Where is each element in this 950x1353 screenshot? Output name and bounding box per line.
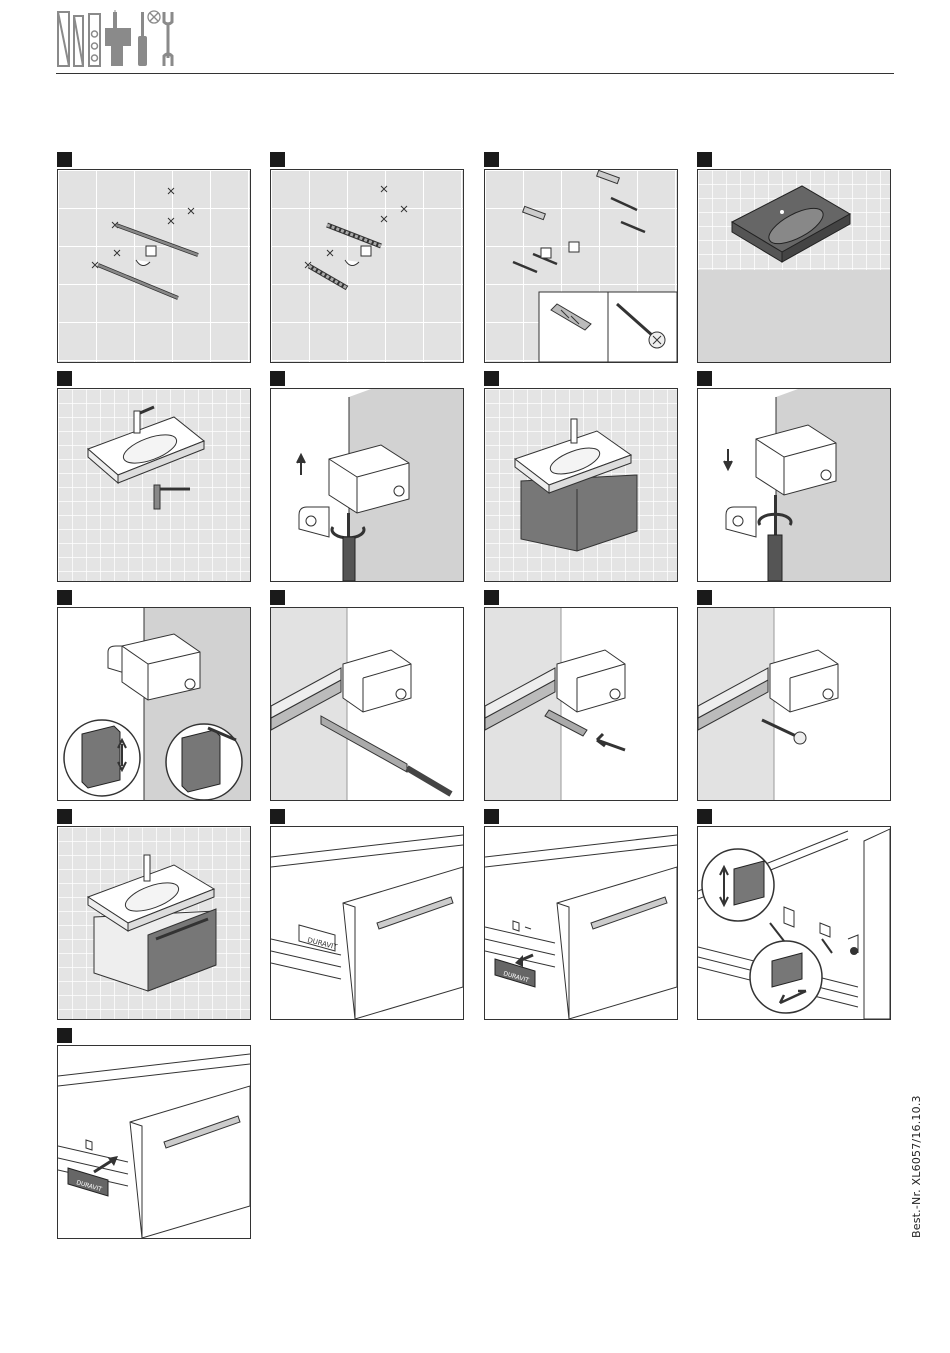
step-illustration: DURAVIT — [57, 1045, 251, 1239]
step-badge — [484, 371, 499, 386]
step-illustration — [57, 388, 251, 582]
step-badge — [270, 809, 285, 824]
step-illustration — [57, 169, 251, 363]
step-illustration — [484, 169, 678, 363]
step-illustration — [57, 607, 251, 801]
spirit-level-icon — [89, 14, 100, 66]
step-illustration: DURAVIT — [484, 826, 678, 1020]
step-illustration — [270, 388, 464, 582]
brand-logo — [56, 8, 186, 70]
step-illustration — [697, 169, 891, 363]
step-badge — [57, 152, 72, 167]
order-number: Best.-Nr. XL6057/16.10.3 — [910, 1095, 923, 1238]
step-badge — [57, 809, 72, 824]
step-badge — [57, 1028, 72, 1043]
step-badge — [57, 371, 72, 386]
step-badge — [697, 590, 712, 605]
step-illustration — [57, 826, 251, 1020]
step-badge — [270, 152, 285, 167]
no-icon — [148, 11, 160, 23]
step-badge — [270, 590, 285, 605]
step-badge — [697, 152, 712, 167]
level-icon — [58, 12, 69, 66]
step-badge — [484, 809, 499, 824]
step-illustration — [484, 607, 678, 801]
step-illustration — [697, 826, 891, 1020]
screwdriver-icon — [138, 12, 147, 66]
step-illustration — [697, 607, 891, 801]
step-illustration — [270, 607, 464, 801]
wrench-icon — [164, 12, 172, 66]
step-badge — [697, 371, 712, 386]
step-badge — [484, 152, 499, 167]
step-illustration — [270, 169, 464, 363]
tool-icons-logo — [56, 8, 186, 70]
step-illustration — [697, 388, 891, 582]
drill-icon — [105, 10, 131, 66]
step-badge — [270, 371, 285, 386]
step-badge — [57, 590, 72, 605]
step-illustration — [484, 388, 678, 582]
step-illustration: DURAVIT — [270, 826, 464, 1020]
header-divider — [56, 73, 894, 74]
level-icon-2 — [74, 16, 83, 66]
step-badge — [697, 809, 712, 824]
step-badge — [484, 590, 499, 605]
